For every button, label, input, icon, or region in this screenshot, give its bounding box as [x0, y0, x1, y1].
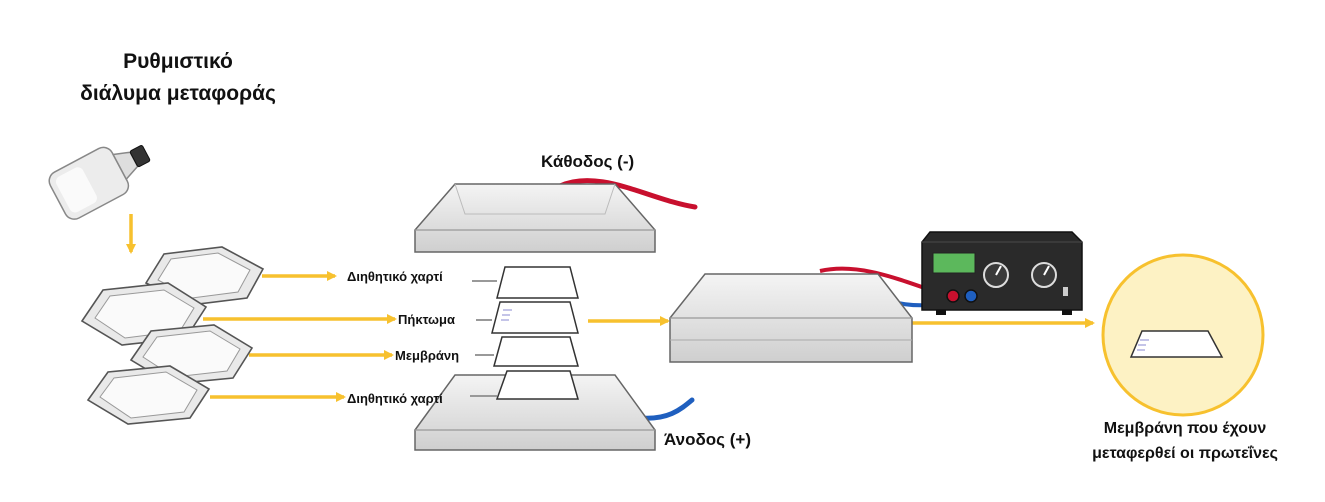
stack-layers — [491, 266, 579, 400]
result-circle — [1101, 253, 1265, 417]
leader-lines — [470, 280, 497, 397]
title-line-1: Ρυθμιστικό — [123, 50, 233, 73]
filter-paper-bottom-label: Διηθητικό χαρτί — [347, 391, 443, 406]
filter-paper-top-label: Διηθητικό χαρτί — [347, 269, 443, 284]
result-label-line-2: μεταφερθεί οι πρωτεΐνες — [1092, 445, 1278, 462]
transferred-membrane-sheet — [1129, 330, 1224, 358]
cathode-label: Κάθοδος (-) — [541, 152, 635, 171]
cathode-plate — [414, 178, 698, 253]
flow-arrows — [126, 214, 1095, 402]
gel-sheet — [491, 301, 579, 334]
anode-label: Άνοδος (+) — [664, 430, 751, 449]
filter-paper-top-sheet — [496, 266, 579, 299]
power-supply-icon — [921, 231, 1083, 315]
tray-icon — [86, 365, 211, 425]
trays — [80, 246, 265, 425]
membrane-label: Μεμβράνη — [395, 348, 460, 363]
gel-label: Πήκτωμα — [398, 312, 455, 327]
filter-paper-bottom-sheet — [495, 370, 579, 400]
result-label-line-1: Μεμβράνη που έχουν — [1103, 420, 1267, 437]
title-line-2: διάλυμα μεταφοράς — [80, 82, 276, 105]
bottle-icon — [48, 145, 151, 220]
anode-plate — [414, 374, 695, 451]
membrane-sheet — [493, 336, 579, 367]
